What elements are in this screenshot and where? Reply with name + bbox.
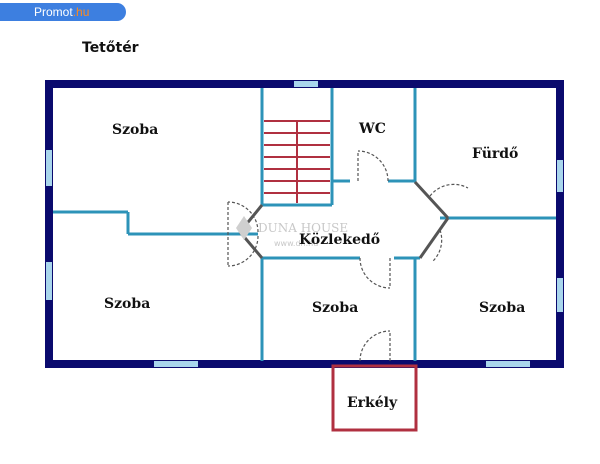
room-label-kozlekedo: Közlekedő <box>299 232 380 248</box>
badge-tld: .hu <box>72 5 90 19</box>
room-label-wc: WC <box>358 121 386 137</box>
watermark: DUNA HOUSE www.dh.hu <box>236 216 348 248</box>
windows <box>46 81 563 367</box>
door-swings <box>227 150 469 362</box>
room-label-szoba-bottom-left: Szoba <box>104 296 150 312</box>
room-label-szoba-top-left: Szoba <box>112 122 158 138</box>
room-label-erkely: Erkély <box>347 395 398 411</box>
interior-walls <box>53 88 556 361</box>
watermark-brand: DUNA HOUSE <box>258 221 348 235</box>
room-label-furdo: Fürdő <box>472 146 518 162</box>
balcony-outline <box>331 364 418 432</box>
room-label-szoba-bottom-middle: Szoba <box>312 300 358 316</box>
promot-logo-badge[interactable]: Promot.hu <box>0 3 126 21</box>
floor-title: Tetőtér <box>82 40 139 56</box>
room-label-szoba-bottom-right: Szoba <box>479 300 525 316</box>
stairs <box>264 120 330 203</box>
watermark-url: www.dh.hu <box>274 239 318 248</box>
badge-name: Promot <box>34 5 73 19</box>
